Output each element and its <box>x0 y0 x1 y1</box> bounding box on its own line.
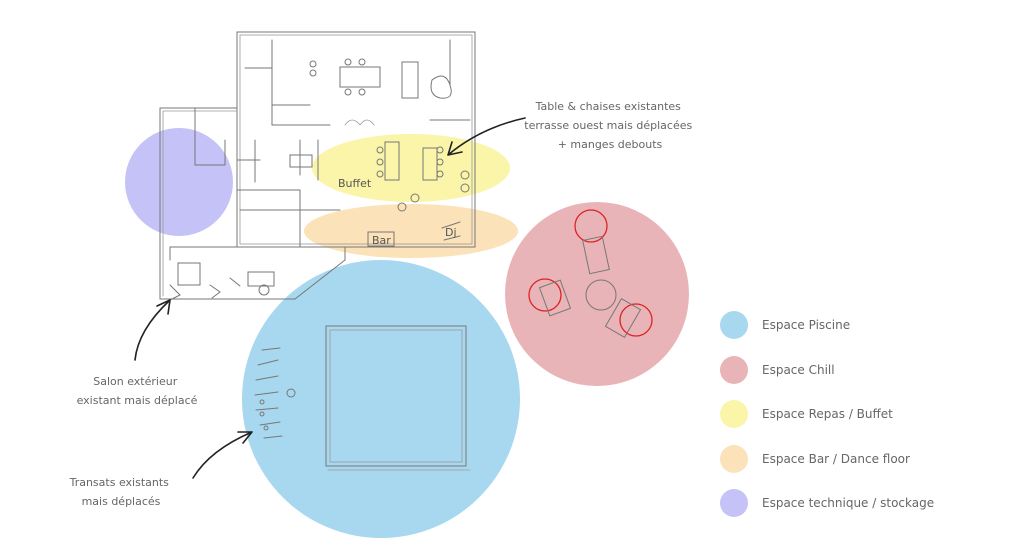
legend-item-bar: Espace Bar / Dance floor <box>720 437 1000 482</box>
transats-loungers <box>254 347 296 439</box>
label-dj: Dj <box>445 226 457 239</box>
legend-label: Espace Bar / Dance floor <box>762 451 910 466</box>
arrow-tables <box>447 117 526 156</box>
legend-label: Espace Repas / Buffet <box>762 407 893 422</box>
house-floorplan <box>159 31 476 301</box>
label-buffet: Buffet <box>338 177 372 190</box>
legend-swatch <box>720 311 748 340</box>
legend-label: Espace technique / stockage <box>762 496 935 511</box>
legend-item-chill: Espace Chill <box>720 348 1000 393</box>
legend-label: Espace Chill <box>762 362 835 377</box>
zone-chill <box>505 202 689 386</box>
label-bar: Bar <box>372 234 391 247</box>
zone-repas-buffet <box>312 134 510 202</box>
arrow-salon <box>134 299 171 361</box>
legend-label: Espace Piscine <box>762 318 851 333</box>
zone-technique-stockage <box>125 128 233 236</box>
chill-seating <box>528 209 653 339</box>
legend-swatch <box>720 444 748 473</box>
legend-swatch <box>720 489 748 518</box>
note-transats: Transats existants mais déplacés <box>69 476 173 508</box>
zone-piscine <box>242 260 520 538</box>
legend-item-piscine: Espace Piscine <box>720 303 1000 348</box>
legend-swatch <box>720 400 748 429</box>
pool <box>325 325 471 471</box>
note-salon: Salon extérieur existant mais déplacé <box>77 375 198 407</box>
legend-swatch <box>720 355 748 384</box>
legend-item-repas: Espace Repas / Buffet <box>720 392 1000 437</box>
zone-bar-dance-floor <box>304 204 518 258</box>
note-tables: Table & chaises existantes terrasse oues… <box>524 100 696 151</box>
arrow-transats <box>192 431 253 479</box>
legend: Espace Piscine Espace Chill Espace Repas… <box>720 303 1000 526</box>
legend-item-technique: Espace technique / stockage <box>720 481 1000 526</box>
